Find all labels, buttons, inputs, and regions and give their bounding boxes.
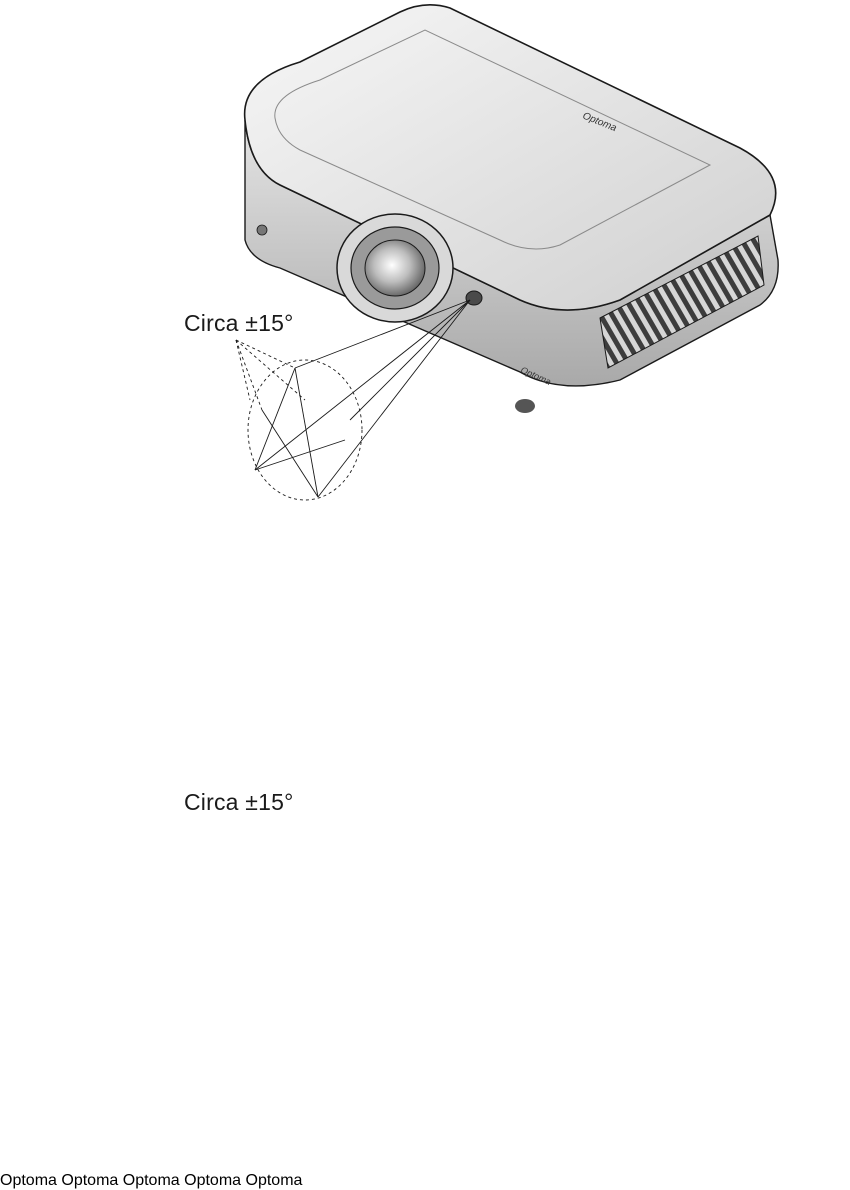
front-speaker-grille: Optoma (123, 1172, 184, 1189)
ir-beam-upper (254, 299, 471, 498)
remote-control-dark-upper: Optoma (0, 1172, 57, 1189)
projector-body-side: Optoma (123, 1172, 184, 1189)
projector-body-top: Optoma (123, 1172, 184, 1189)
projector-top-panel: Optoma (123, 1172, 184, 1189)
brand-logo-top: Optoma (122, 1172, 180, 1189)
ir-sensor-icon: Optoma (123, 1172, 184, 1189)
projector-body-top (243, 4, 777, 311)
projector-lower: Optoma (123, 1172, 184, 1189)
projector-vent (599, 235, 765, 369)
remote-control-dark-lower: Optoma (184, 1172, 242, 1189)
projector-top-panel (274, 29, 712, 250)
remote-control-light-upper: Optoma (61, 1172, 119, 1189)
projector-vent: Optoma (123, 1172, 184, 1189)
angle-cone-upper (235, 339, 363, 501)
ir-sensor-icon (465, 290, 483, 306)
projector-upper: Optoma Optoma (243, 4, 779, 413)
lens-glass (364, 239, 426, 297)
projector-foot: Optoma (123, 1172, 184, 1189)
angle-label-lower: Circa ±15° (184, 789, 294, 815)
angle-label-upper: Circa ±15° (184, 310, 294, 336)
status-led-icon (256, 224, 268, 236)
projector-foot (515, 399, 535, 413)
projector-foot: Optoma (123, 1172, 184, 1189)
remote-control-light-lower: Optoma (245, 1172, 303, 1189)
